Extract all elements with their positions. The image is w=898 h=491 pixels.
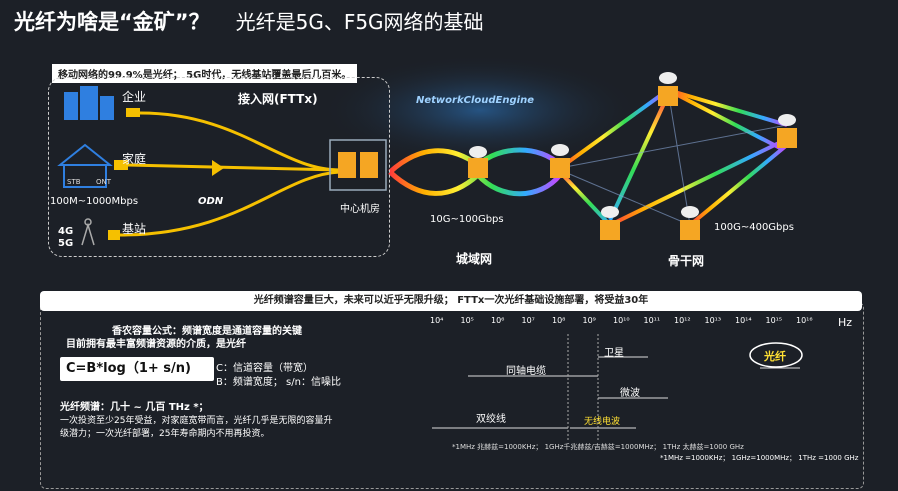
enterprise-endpoint [126,108,140,117]
footnote-1: *1MHz 兆赫兹=1000KHz； 1GHz千兆赫兹/吉赫兹=1000MHz；… [452,443,744,451]
access-lines [119,111,341,237]
access-label: 接入网(FTTx) [238,92,318,106]
backbone-speed: 100G~400Gbps [714,222,794,233]
band-fiber: 光纤 [764,350,786,363]
metro-speed: 10G~100Gbps [430,214,504,225]
odn-label: ODN [198,196,224,207]
shannon-sub: 目前拥有最丰富频谱资源的介质，是光纤 [66,339,246,350]
freq-tick: 10¹¹ [643,316,661,325]
home-endpoint [114,160,128,170]
node-backbone-4 [680,206,700,240]
freq-tick: 10⁵ [460,316,474,325]
freq-tick: 10⁴ [430,316,444,325]
enterprise-label: 企业 [122,90,147,104]
node-backbone-3 [600,206,620,240]
shannon-title: 香农容量公式：频谱宽度是通道容量的关键 [112,326,302,337]
access-area-box [48,77,390,257]
node-metro-1 [468,146,488,178]
access-speed: 100M~1000Mbps [50,196,139,207]
band-coax: 同轴电缆 [506,366,546,377]
c-definition: C：信道容量（带宽） [216,363,313,374]
building-icon [64,86,114,120]
band-satellite: 卫星 [604,348,624,359]
stb-label: STB [67,178,81,186]
network-diagram [57,55,797,246]
bs-endpoint [108,230,120,240]
fiber-spectrum: 光纤频谱：几十 ~ 几百 THz *； [60,402,209,413]
freq-tick: 10¹³ [704,316,722,325]
freq-tick: 10¹⁴ [735,316,752,325]
network-nodes [468,72,797,240]
page-title: 光纤为啥是“金矿”？ 光纤是5G、F5G网络的基础 [14,6,484,36]
node-backbone-2 [777,114,797,148]
shannon-formula: C=B*log（1+ s/n) [60,357,214,381]
bs-5g: 5G [58,238,74,249]
ont-label: ONT [96,178,112,186]
base-station-label: 基站 [122,222,147,236]
band-guides [567,334,599,440]
freq-tick: 10¹⁵ [765,316,783,325]
freq-tick: 10¹⁶ [796,316,813,325]
band-twisted: 双绞线 [476,414,506,425]
node-metro-2 [550,144,570,178]
node-backbone-1 [658,72,678,106]
backbone-mesh [558,88,789,227]
footnote-2: *1MHz =1000KHz； 1GHz=1000MHz； 1THz =1000… [660,454,859,462]
bs-4g: 4G [58,226,74,237]
cloud-glow [320,55,640,165]
freq-tick: 10⁸ [552,316,566,325]
spectrum-banner: 光纤频谱容量巨大，未来可以近乎无限升级； FTTx一次光纤基础设施部署，将受益3… [40,291,862,311]
odn-splitter-icon [212,160,224,176]
home-label: 家庭 [122,152,147,166]
backbone-label: 骨干网 [668,254,705,268]
band-arrows [432,356,800,429]
band-radio: 无线电波 [584,417,621,427]
thin-mesh [559,89,788,226]
fiber-ellipse [749,342,803,368]
band-microwave: 微波 [620,388,640,399]
mobile-note: 移动网络的99.9%是光纤； 5G时代，无线基站覆盖最后几百米。 [52,64,358,83]
title-sub: 光纤是5G、F5G网络的基础 [235,10,484,34]
fiber-desc-1: 一次投资至少25年受益，对家庭宽带而言，光纤几乎是无限的容量升 [60,416,333,426]
hz-label: Hz [838,316,853,329]
freq-tick: 10¹² [674,316,691,325]
freq-tick: 10¹⁰ [613,316,630,325]
center-room-label: 中心机房 [340,204,380,215]
metro-label: 城域网 [456,252,493,266]
home-icon [57,143,113,188]
freq-tick: 10⁹ [582,316,596,325]
b-definition: B：频谱宽度； s/n：信噪比 [216,377,341,388]
title-main: 光纤为啥是“金矿”？ [14,10,210,34]
freq-tick: 10⁷ [521,316,535,325]
fiber-desc-2: 级潜力；一次光纤部署，25年寿命期内不用再投资。 [60,429,270,439]
tower-icon [81,218,95,246]
network-cloud-label: NetworkCloudEngine [416,95,534,106]
freq-tick: 10⁶ [491,316,505,325]
center-room-icon [329,139,387,191]
